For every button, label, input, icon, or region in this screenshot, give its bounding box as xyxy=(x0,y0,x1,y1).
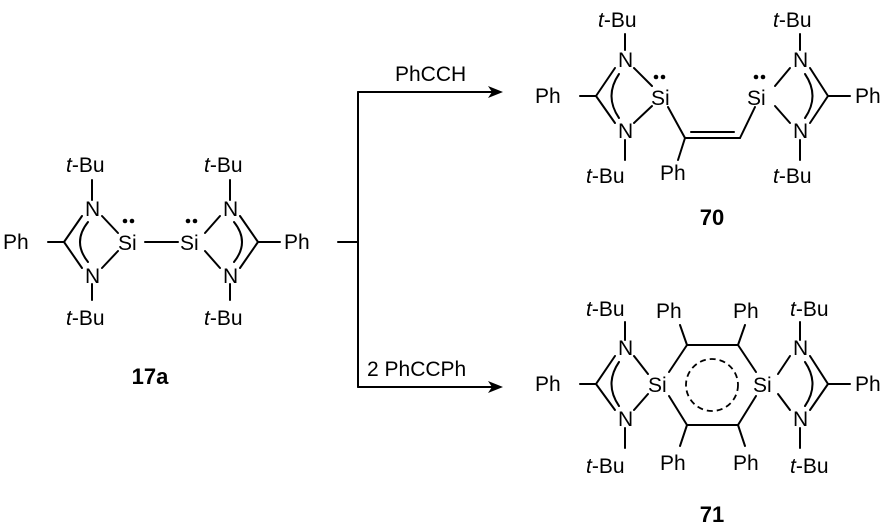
tert-butyl-label: t-Bu xyxy=(586,455,625,478)
nitrogen-label: N xyxy=(618,337,633,360)
arrowhead-icon xyxy=(488,86,503,98)
tert-butyl-label: t-Bu xyxy=(66,154,105,177)
compound-71: Ph N N Si Si N N Ph Ph Ph Ph Ph t-Bu t-B… xyxy=(535,298,881,527)
tert-butyl-label: t-Bu xyxy=(598,9,637,32)
compound-number-17a: 17a xyxy=(132,364,169,389)
tert-butyl-label: t-Bu xyxy=(790,455,829,478)
reagent-top: PhCCH xyxy=(395,63,466,86)
tert-butyl-label: t-Bu xyxy=(773,165,812,188)
nitrogen-label: N xyxy=(618,408,633,431)
silicon-label: Si xyxy=(648,374,667,397)
lone-pair-icon xyxy=(653,74,666,80)
phenyl-label: Ph xyxy=(284,231,310,254)
phenyl-label: Ph xyxy=(733,300,759,323)
tert-butyl-label: t-Bu xyxy=(66,307,105,330)
compound-71-bonds xyxy=(579,321,851,449)
tert-butyl-label: t-Bu xyxy=(204,154,243,177)
phenyl-label: Ph xyxy=(855,373,881,396)
phenyl-label: Ph xyxy=(660,162,686,185)
nitrogen-label: N xyxy=(793,408,808,431)
nitrogen-label: N xyxy=(793,120,808,143)
silicon-label: Si xyxy=(118,232,137,255)
lone-pair-icon xyxy=(185,218,198,224)
tert-butyl-label: t-Bu xyxy=(586,165,625,188)
reaction-arrows xyxy=(337,86,503,393)
phenyl-label: Ph xyxy=(535,85,561,108)
compound-number-71: 71 xyxy=(700,502,724,527)
compound-number-70: 70 xyxy=(700,205,724,230)
phenyl-label: Ph xyxy=(855,85,881,108)
silicon-label: Si xyxy=(747,87,766,110)
phenyl-label: Ph xyxy=(660,452,686,475)
phenyl-label: Ph xyxy=(733,452,759,475)
tert-butyl-label: t-Bu xyxy=(204,307,243,330)
nitrogen-label: N xyxy=(793,337,808,360)
nitrogen-label: N xyxy=(618,49,633,72)
lone-pair-icon xyxy=(122,218,135,224)
arrowhead-icon xyxy=(488,381,503,393)
compound-70: Ph N N Si Si N N Ph Ph t-Bu t-Bu t-Bu t-… xyxy=(535,9,881,230)
silicon-label: Si xyxy=(753,374,772,397)
lone-pair-icon xyxy=(753,74,766,80)
phenyl-label: Ph xyxy=(3,231,29,254)
reagent-bottom: 2 PhCCPh xyxy=(367,358,466,381)
tert-butyl-label: t-Bu xyxy=(586,298,625,321)
nitrogen-label: N xyxy=(223,198,238,221)
compound-17a-bonds xyxy=(47,179,281,301)
nitrogen-label: N xyxy=(618,120,633,143)
phenyl-label: Ph xyxy=(656,300,682,323)
nitrogen-label: N xyxy=(223,265,238,288)
silicon-label: Si xyxy=(180,232,199,255)
phenyl-label: Ph xyxy=(535,373,561,396)
nitrogen-label: N xyxy=(85,265,100,288)
silicon-label: Si xyxy=(651,87,670,110)
nitrogen-label: N xyxy=(793,49,808,72)
compound-70-bonds xyxy=(579,33,851,161)
compound-17a: Ph N N Si Si N N Ph t-Bu t-Bu t-Bu t-Bu … xyxy=(3,154,310,389)
tert-butyl-label: t-Bu xyxy=(790,298,829,321)
tert-butyl-label: t-Bu xyxy=(773,9,812,32)
nitrogen-label: N xyxy=(85,198,100,221)
